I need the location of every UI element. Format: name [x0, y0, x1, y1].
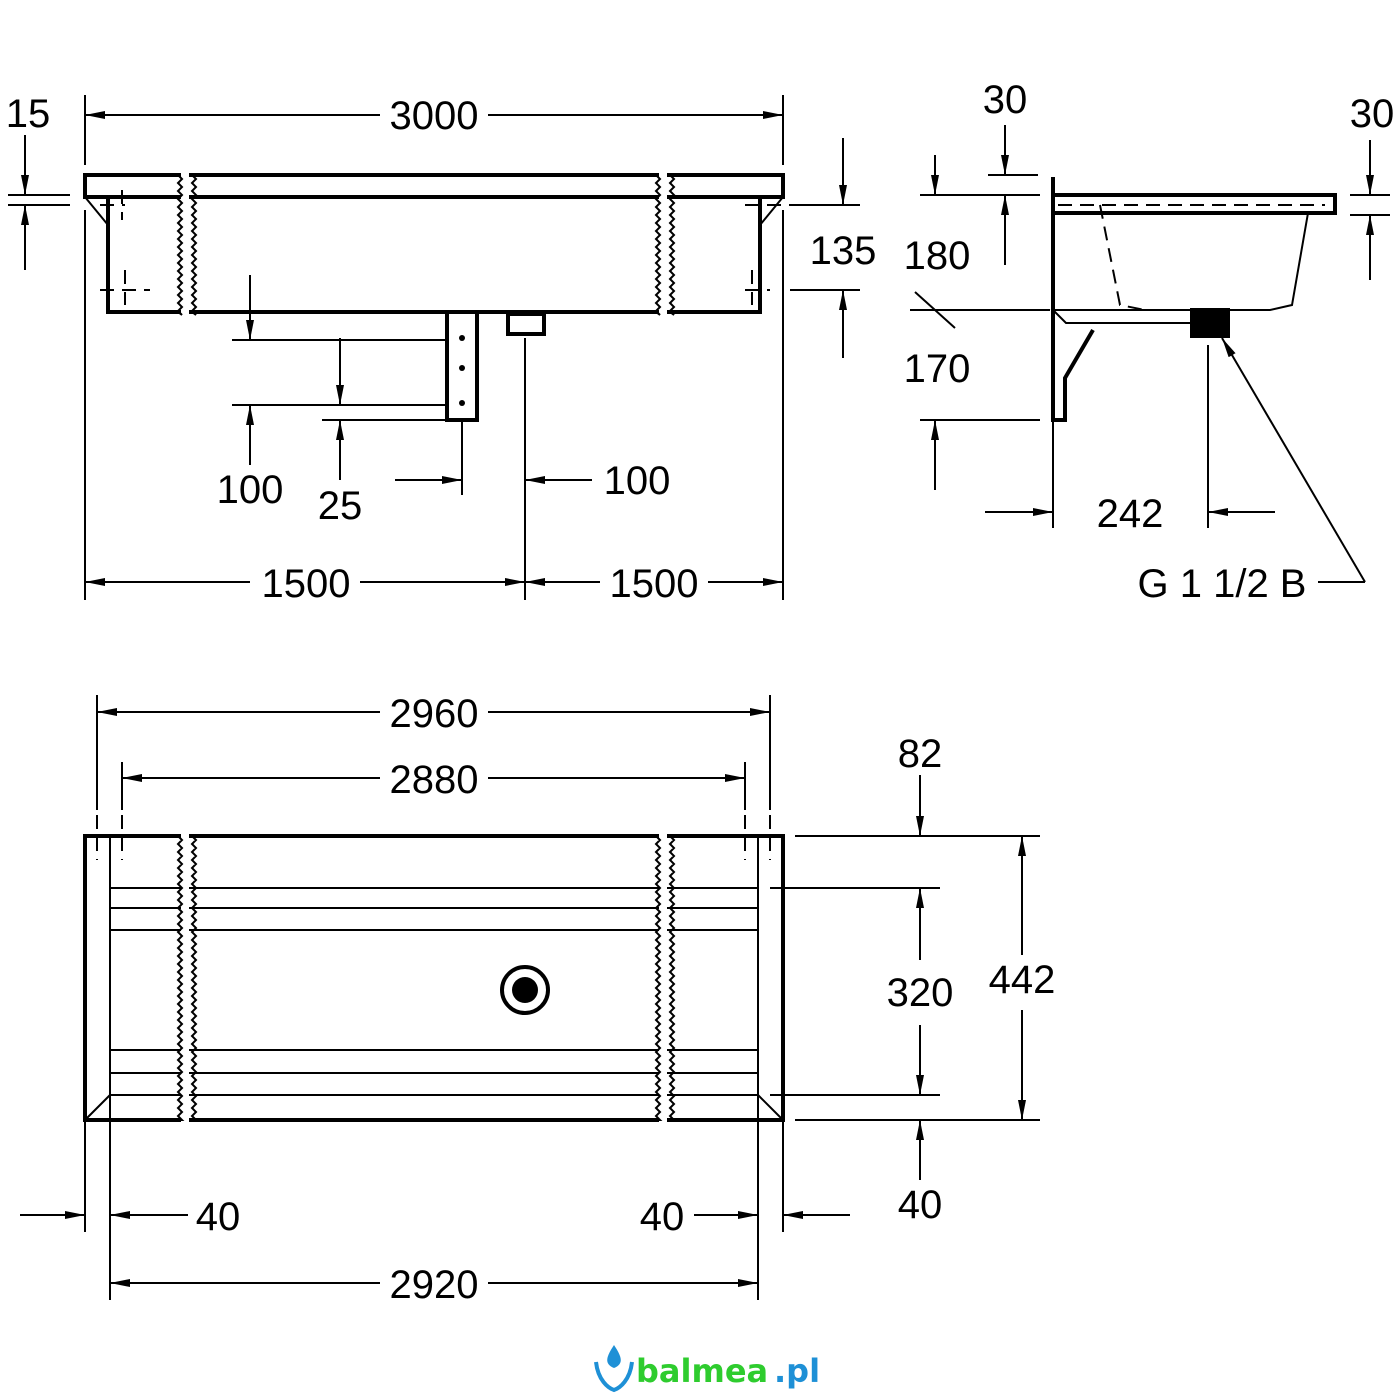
- drain-hole: [500, 965, 550, 1015]
- balmea-logo: balmea .pl: [594, 1345, 820, 1393]
- dim-3000: 3000: [390, 94, 479, 138]
- dim-180: 180: [904, 234, 971, 278]
- dim-170: 170: [904, 347, 971, 391]
- break-line: [654, 174, 662, 316]
- dim-442: 442: [989, 958, 1056, 1002]
- dim-2880: 2880: [390, 758, 479, 802]
- dim-2960: 2960: [390, 692, 479, 736]
- logo-brand: balmea: [636, 1352, 768, 1390]
- dim-40-left: 40: [196, 1195, 241, 1239]
- break-line: [654, 835, 663, 1121]
- break-line: [190, 835, 199, 1121]
- break-line: [668, 835, 677, 1121]
- dim-2920: 2920: [390, 1263, 479, 1307]
- top-view: 2960 2880 82 320 442 40 40 40 2920: [20, 692, 1055, 1307]
- dim-30-right: 30: [1350, 92, 1395, 136]
- dim-15: 15: [6, 92, 51, 136]
- dim-320: 320: [887, 971, 954, 1015]
- break-line: [176, 174, 184, 316]
- dim-100-bracket: 100: [217, 468, 284, 512]
- dim-40-right: 40: [640, 1195, 685, 1239]
- break-line: [190, 174, 198, 316]
- dim-242: 242: [1097, 492, 1164, 536]
- break-line: [176, 835, 185, 1121]
- front-view: 3000 15 135 100 25 100 1500 1500: [6, 92, 877, 606]
- thread-label: G 1 1/2 B: [1138, 562, 1307, 606]
- drain-fitting: [1190, 308, 1230, 338]
- logo-tld: .pl: [774, 1352, 820, 1390]
- dim-40-back: 40: [898, 1183, 943, 1227]
- dim-25: 25: [318, 484, 363, 528]
- dim-1500-left: 1500: [262, 562, 351, 606]
- dim-135: 135: [810, 229, 877, 273]
- dim-1500-right: 1500: [610, 562, 699, 606]
- hands-icon: [594, 1361, 634, 1393]
- dim-82: 82: [898, 732, 943, 776]
- water-drop-icon: [607, 1345, 621, 1368]
- break-line: [668, 174, 676, 316]
- dim-100-drain: 100: [604, 459, 671, 503]
- dim-30-left: 30: [983, 78, 1028, 122]
- drain-outlet: [506, 312, 546, 336]
- side-view: 30 30 180 170 242 G 1 1/2 B: [904, 78, 1395, 606]
